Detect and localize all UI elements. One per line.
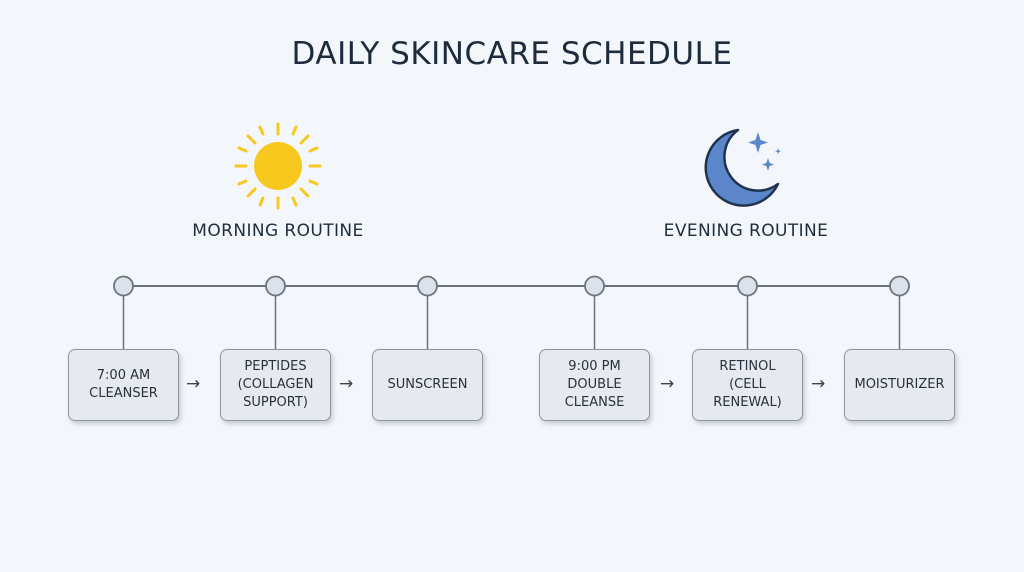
page-title: DAILY SKINCARE SCHEDULE <box>291 36 733 72</box>
timeline-node <box>737 275 758 297</box>
star-icon <box>762 158 774 171</box>
step-box-evening-3: MOISTURIZER <box>844 349 955 421</box>
timeline-node <box>417 275 438 297</box>
star-icon <box>775 148 781 155</box>
sun-icon <box>234 122 322 210</box>
star-icon <box>748 132 768 153</box>
step-box-morning-3: SUNSCREEN <box>372 349 483 421</box>
arrow-icon: → <box>660 374 675 394</box>
timeline-node <box>265 275 286 297</box>
timeline-node <box>889 275 910 297</box>
step-box-morning-2: PEPTIDES (COLLAGEN SUPPORT) <box>220 349 331 421</box>
arrow-icon: → <box>339 374 354 394</box>
morning-routine-label: MORNING ROUTINE <box>192 221 364 241</box>
moon-icon <box>704 128 781 207</box>
step-box-evening-1: 9:00 PM DOUBLE CLEANSE <box>539 349 650 421</box>
arrow-icon: → <box>186 374 201 394</box>
step-box-morning-1: 7:00 AM CLEANSER <box>68 349 179 421</box>
evening-routine-label: EVENING ROUTINE <box>663 221 829 241</box>
step-box-evening-2: RETINOL (CELL RENEWAL) <box>692 349 803 421</box>
arrow-icon: → <box>811 374 826 394</box>
timeline-node <box>113 275 134 297</box>
timeline-node <box>584 275 605 297</box>
